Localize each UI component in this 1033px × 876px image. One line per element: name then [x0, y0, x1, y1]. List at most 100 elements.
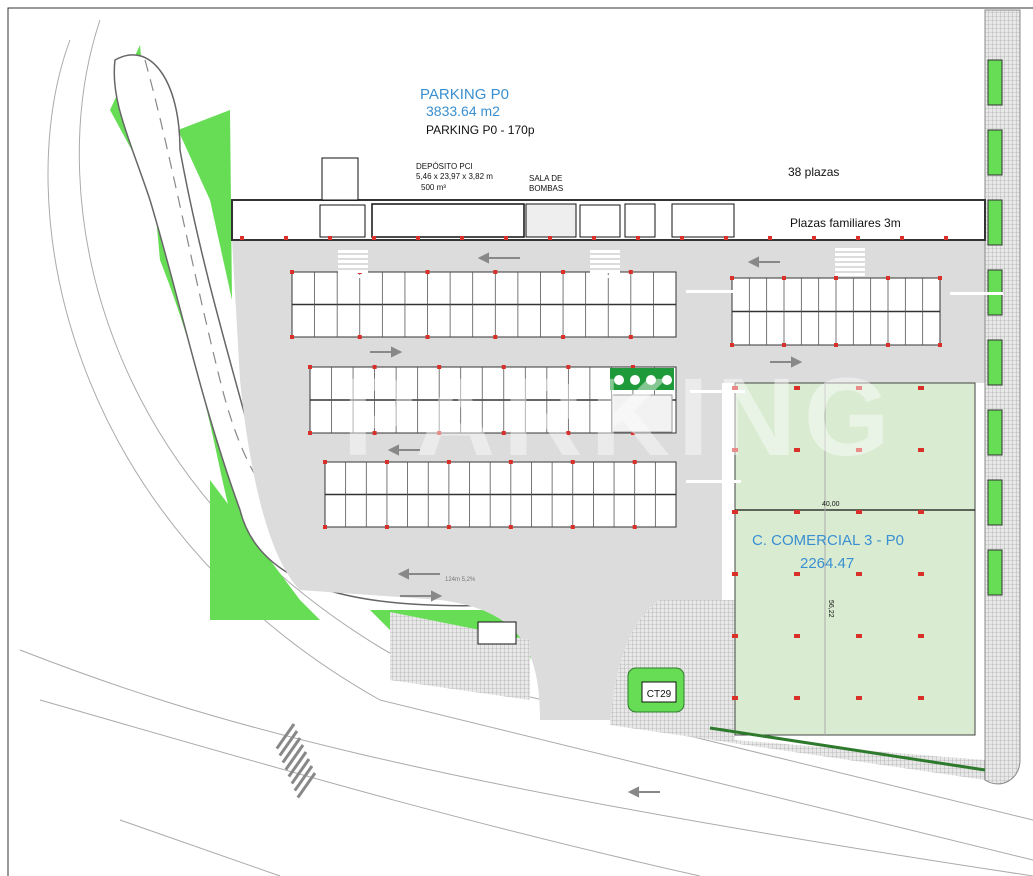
zebra-stripe: [835, 253, 865, 256]
commercial-area: 2264.47: [800, 555, 854, 572]
column: [782, 343, 786, 347]
column: [856, 448, 862, 452]
column: [290, 270, 294, 274]
direction-arrows: [370, 252, 803, 798]
commercial-edge-line: [709, 726, 986, 772]
column: [632, 525, 637, 529]
column: [240, 236, 244, 240]
stair-1: [319, 204, 366, 238]
zebra-stripe: [338, 265, 368, 268]
commercial-width-dim: 40,00: [822, 501, 840, 508]
zebra-stripe: [590, 255, 620, 258]
column: [570, 525, 575, 529]
column: [680, 236, 684, 240]
column: [856, 696, 862, 700]
watermark: PARKING: [342, 356, 897, 479]
zebra-stripe: [338, 275, 368, 278]
zebra-stripe: [835, 273, 865, 276]
column: [425, 270, 430, 274]
crosswalks: [275, 248, 1003, 799]
zebra-stripe: [290, 758, 311, 785]
stair-2: [579, 204, 621, 238]
column: [732, 696, 738, 700]
ct-box: [641, 681, 677, 703]
zebra-stripe: [278, 730, 299, 757]
column: [372, 365, 377, 369]
planter: [987, 339, 1003, 386]
zebra-stripe: [590, 275, 620, 278]
column: [308, 365, 312, 369]
hatched-sidewalk-right: [610, 600, 985, 780]
column: [628, 270, 633, 274]
column: [508, 525, 513, 529]
column: [886, 343, 890, 347]
column: [782, 276, 786, 280]
column: [328, 236, 332, 240]
column: [918, 510, 924, 514]
planter: [987, 129, 1003, 176]
column: [493, 335, 498, 339]
zebra-stripe: [715, 390, 745, 393]
column: [918, 634, 924, 638]
column: [794, 696, 800, 700]
column: [632, 460, 637, 464]
column: [938, 343, 942, 347]
zebra-stripe: [293, 765, 314, 792]
zebra-stripe: [835, 248, 865, 251]
street-lines: [19, 19, 1033, 876]
zebra-stripe: [275, 723, 296, 750]
plan-title: PARKING P0: [420, 86, 509, 103]
plazas-count: 38 plazas: [788, 165, 839, 179]
column: [794, 510, 800, 514]
commercial-name: C. COMERCIAL 3 - P0: [752, 532, 904, 549]
column: [856, 236, 860, 240]
column: [384, 460, 389, 464]
column: [918, 572, 924, 576]
planter: [987, 479, 1003, 526]
column: [794, 572, 800, 576]
column: [548, 236, 552, 240]
zebra-stripe: [338, 270, 368, 273]
pump-room-label-2: BOMBAS: [529, 184, 563, 193]
column: [566, 431, 571, 435]
column: [918, 386, 924, 390]
column: [416, 236, 420, 240]
structural-columns: [240, 236, 948, 700]
zebra-stripe: [975, 292, 1003, 295]
commercial-depth-dim: 56,22: [827, 600, 834, 618]
green-island-top: [178, 110, 232, 300]
column: [794, 448, 800, 452]
column: [284, 236, 288, 240]
room-3: [624, 203, 656, 238]
zebra-stripe: [281, 737, 302, 764]
column: [570, 460, 575, 464]
accessible-bays: [610, 368, 674, 433]
column: [938, 276, 942, 280]
column: [730, 276, 734, 280]
column: [437, 431, 442, 435]
planter: [987, 409, 1003, 456]
column: [493, 270, 498, 274]
column: [561, 270, 566, 274]
planter: [987, 549, 1003, 596]
column: [501, 365, 506, 369]
pump-room: [525, 203, 577, 238]
column: [446, 460, 451, 464]
column: [856, 386, 862, 390]
kiosk: [477, 621, 517, 645]
column: [501, 431, 506, 435]
column: [900, 236, 904, 240]
column: [561, 335, 566, 339]
pump-room-label-1: SALA DE: [529, 174, 562, 183]
column: [437, 365, 442, 369]
zebra-stripe: [835, 263, 865, 266]
zebra-stripe: [296, 772, 317, 799]
column: [508, 460, 513, 464]
right-planters: [987, 59, 1003, 596]
column: [323, 525, 327, 529]
column: [446, 525, 451, 529]
deposito-dims: 5,46 x 23,97 x 3,82 m: [416, 172, 493, 181]
deposito-volume: 500 m³: [421, 183, 446, 192]
column: [724, 236, 728, 240]
column: [856, 572, 862, 576]
